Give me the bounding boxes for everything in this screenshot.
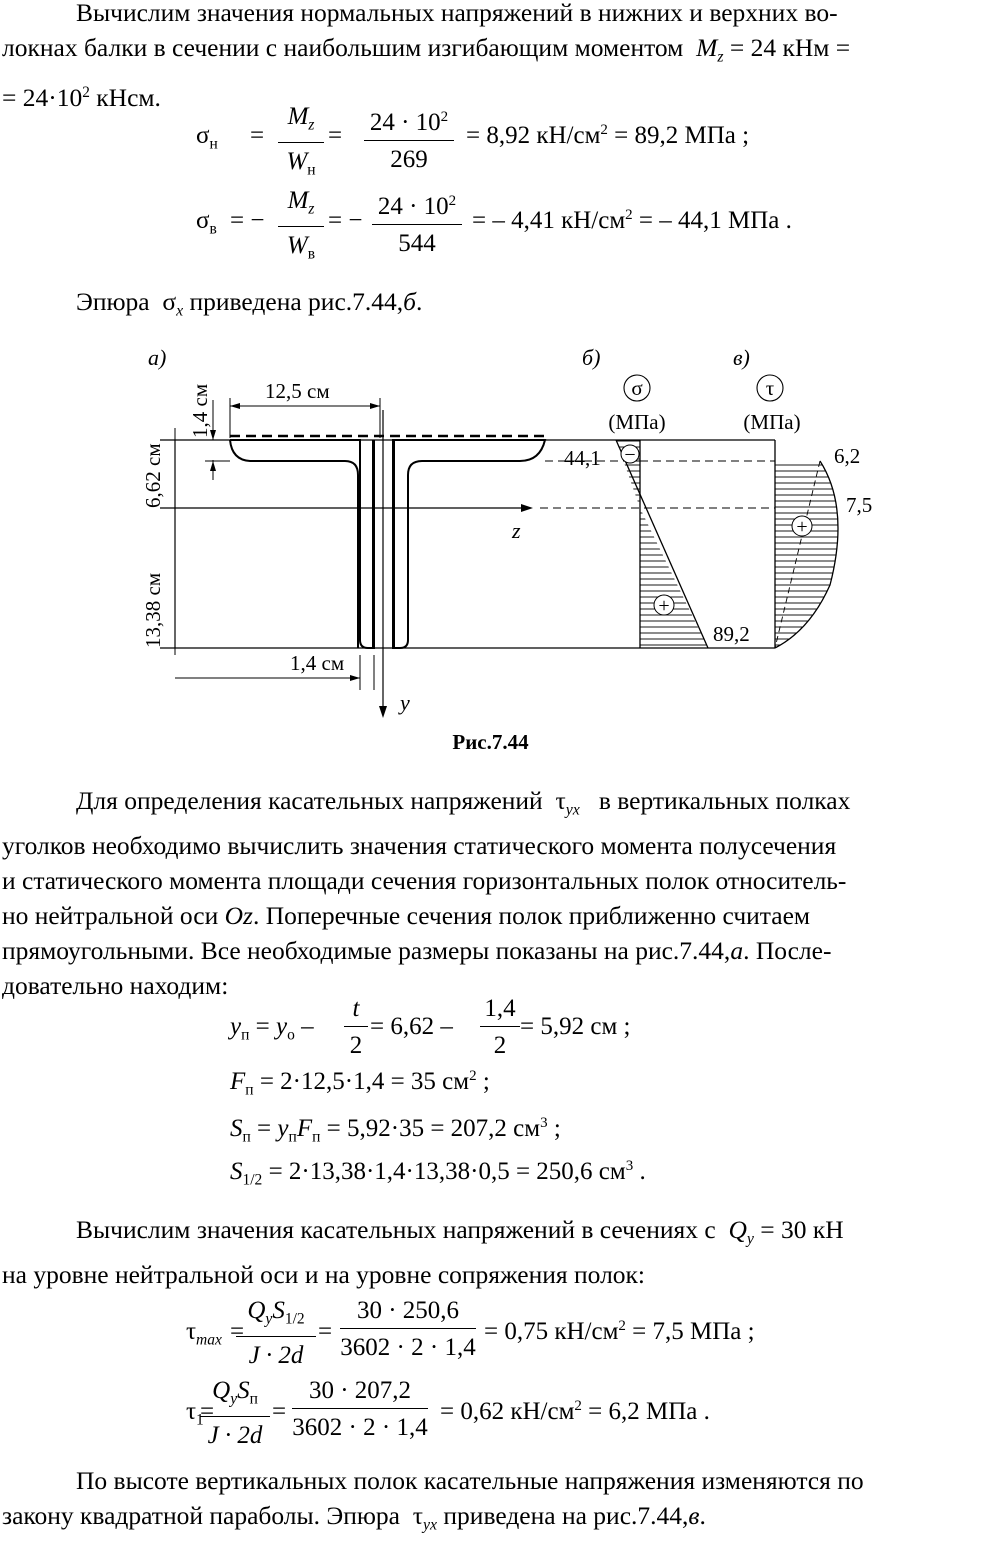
figure-label-a: а) (148, 345, 166, 370)
dim-web-thickness: 1,4 см (290, 651, 344, 675)
equation-s-half: S1/2 = 2·13,38·1,4·13,38·0,5 = 250,6 см3… (230, 1158, 646, 1189)
sigma-minus-sign: − (624, 444, 635, 466)
dimension-arrows (210, 403, 380, 681)
paragraph-shear-method: Для определения касательных напряжений τ… (2, 786, 851, 1000)
equation-s-p: Sп = yпFп = 5,92·35 = 207,2 см3 ; (230, 1115, 561, 1146)
dim-top-height: 6,62 см (141, 443, 165, 508)
tau-epure: + 6,2 7,5 τ (МПа) (743, 374, 872, 649)
figure-label-b: б) (582, 345, 600, 370)
dimension-lines (168, 398, 381, 690)
sigma-symbol: σ (631, 376, 642, 400)
tau-unit: (МПа) (743, 410, 800, 434)
figure-label-v: в) (733, 345, 750, 370)
dim-width: 12,5 см (265, 379, 330, 403)
equation-f-p: Fп = 2·12,5·1,4 = 35 см2 ; (230, 1068, 490, 1099)
figure-caption: Рис.7.44 (452, 730, 529, 754)
paragraph-epure-sigma: Эпюра σx приведена рис.7.44,б. (76, 287, 423, 320)
angle-left (229, 439, 375, 649)
sigma-plus-sign: + (658, 595, 669, 617)
paragraph-shear-values: Вычислим значения касательных напряжений… (2, 1215, 844, 1289)
tau-symbol: τ (766, 376, 774, 400)
angle-right (392, 439, 547, 649)
dim-flange-thickness: 1,4 см (188, 384, 212, 438)
section-frame (160, 439, 640, 649)
tau-plus-sign: + (796, 516, 807, 538)
axis-z-label: z (511, 518, 521, 543)
tau-1-value: 6,2 (834, 444, 860, 468)
paragraph-parabola: По высоте вертикальных полок касательные… (2, 1466, 864, 1534)
dim-bottom-height: 13,38 см (141, 573, 165, 648)
figure-7-44: а) б) в) (141, 345, 872, 718)
sigma-unit: (МПа) (608, 410, 665, 434)
paragraph-intro: Вычислим значения нормальных напряжений … (2, 0, 851, 112)
sigma-bottom-value: 89,2 (713, 622, 750, 646)
axis-y-label: y (398, 690, 410, 715)
sigma-epure: − + 44,1 89,2 σ (МПа) (564, 374, 775, 649)
sigma-top-value: 44,1 (564, 446, 601, 470)
tau-max-value: 7,5 (846, 493, 872, 517)
